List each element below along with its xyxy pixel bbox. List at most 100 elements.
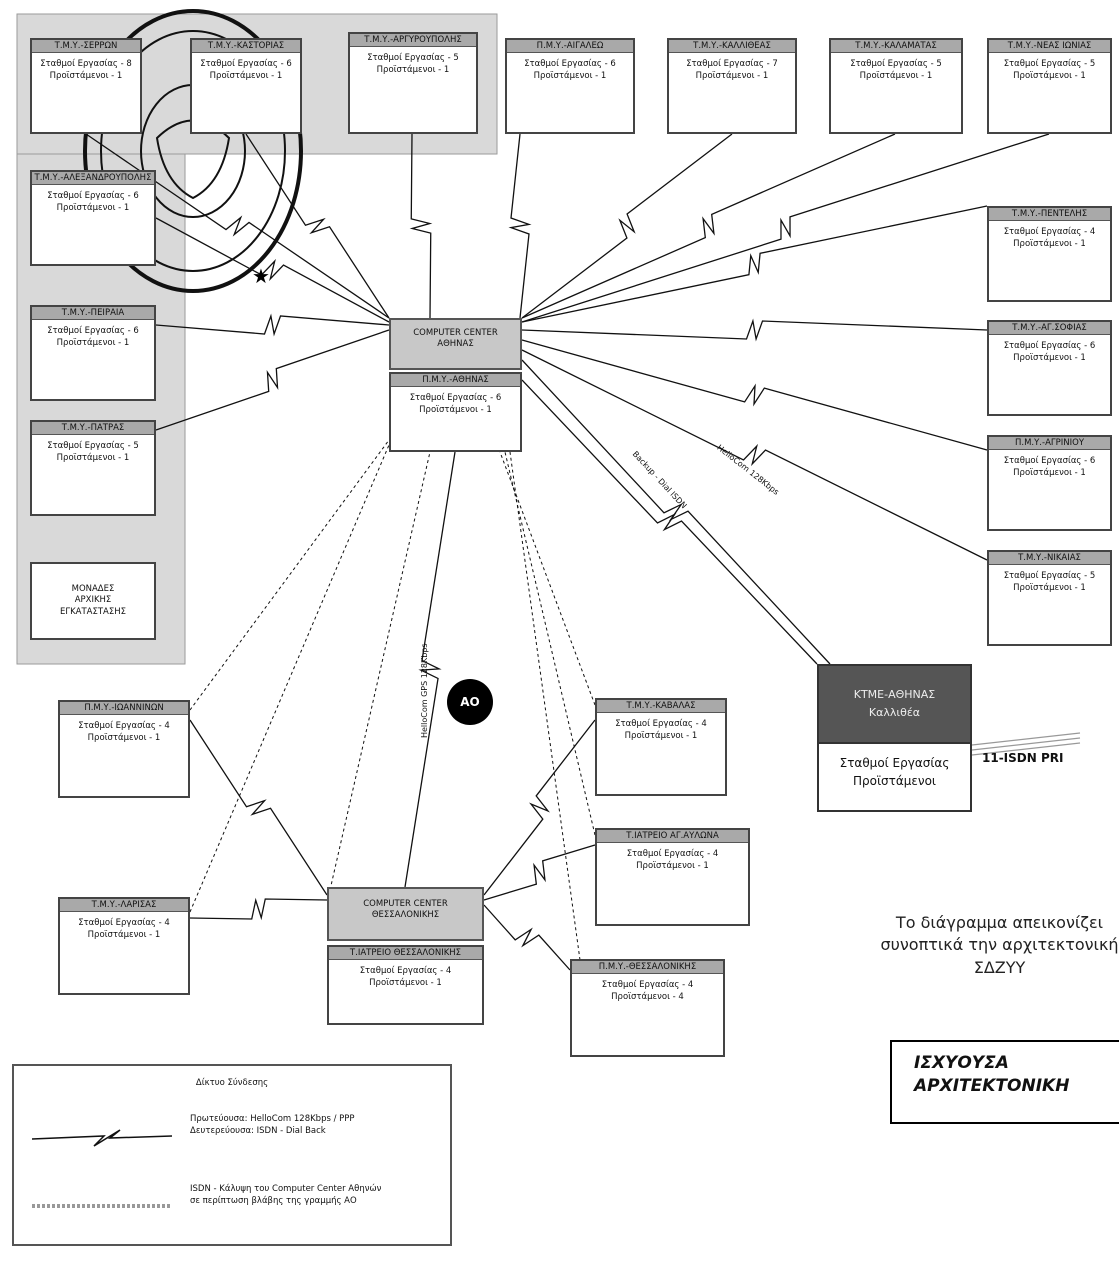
legend-link-text: Πρωτεύουσα: HelloCom 128Kbps / PPP Δευτε…: [190, 1114, 355, 1138]
node-iatreio-aylona: Τ.ΙΑΤΡΕΙΟ ΑΓ.ΑΥΛΩΝΑ Σταθμοί Εργασίας - 4…: [595, 828, 750, 926]
node-managers: Προϊστάμενοι - 1: [859, 70, 933, 81]
legend-symbols: [31, 1129, 173, 1208]
link-ao: [404, 451, 456, 888]
link-larisa: [189, 897, 328, 921]
node-managers: Προϊστάμενοι - 1: [1013, 352, 1086, 363]
link-nikaia: [521, 349, 988, 561]
node-managers: Προϊστάμενοι - 1: [369, 977, 442, 988]
node-managers: Προϊστάμενοι - 1: [624, 730, 698, 741]
ktme-managers: Προϊστάμενοι: [852, 774, 936, 788]
isdn-thessaloniki: [509, 451, 581, 961]
node-title: Τ.Μ.Υ.-ΚΑΣΤΟΡΙΑΣ: [192, 40, 300, 54]
link-agrinio: [521, 339, 988, 451]
node-title: Τ.Μ.Υ.-ΣΕΡΡΩΝ: [32, 40, 140, 54]
node-managers: Προϊστάμενοι - 1: [1013, 70, 1086, 81]
node-title: Π.Μ.Υ.-ΘΕΣΣΑΛΟΝΙΚΗΣ: [572, 961, 723, 975]
node-argyroupoli: Τ.Μ.Υ.-ΑΡΓΥΡΟΥΠΟΛΗΣ Σταθμοί Εργασίας - 5…: [348, 32, 478, 134]
svg-text:★: ★: [252, 264, 270, 288]
link-pendeli: [521, 205, 988, 323]
node-stations: Σταθμοί Εργασίας - 6: [409, 393, 502, 404]
node-stations: Σταθμοί Εργασίας - 4: [359, 966, 452, 977]
node-title: Τ.ΙΑΤΡΕΙΟ ΘΕΣΣΑΛΟΝΙΚΗΣ: [329, 947, 482, 961]
computer-center-thessaloniki: COMPUTER CENTER ΘΕΣΣΑΛΟΝΙΚΗΣ: [327, 887, 484, 941]
node-stations: Σταθμοί Εργασίας - 5: [850, 59, 942, 70]
link-lines: [85, 133, 1081, 971]
isdn-pri-label: 11-ISDN PRI: [982, 751, 1064, 765]
ktme-stations: Σταθμοί Εργασίας: [839, 756, 950, 770]
node-managers: Προϊστάμενοι - 1: [56, 337, 130, 348]
link-agia-sofia: [521, 318, 988, 342]
initial-units-label: ΜΟΝΑΔΕΣ ΑΡΧΙΚΗΣ ΕΓΚΑΤΑΣΤΑΣΗΣ: [59, 583, 126, 617]
ktme-subtitle: Καλλιθέα: [868, 706, 921, 719]
architecture-title-box: ΙΣΧΥΟΥΣΑ ΑΡΧΙΤΕΚΤΟΝΙΚΗ: [890, 1040, 1119, 1124]
computer-center-athens: COMPUTER CENTER ΑΘΗΝΑΣ: [389, 318, 522, 370]
node-managers: Προϊστάμενοι - 1: [87, 929, 161, 940]
isdn-thess-cc: [329, 451, 431, 891]
node-alexandroupoli: Τ.Μ.Υ.-ΑΛΕΞΑΝΔΡΟΥΠΟΛΗΣ Σταθμοί Εργασίας …: [30, 170, 156, 266]
node-title: Τ.Μ.Υ.-ΠΑΤΡΑΣ: [32, 422, 154, 436]
node-stations: Σταθμοί Εργασίας - 6: [1003, 456, 1096, 467]
node-managers: Προϊστάμενοι - 1: [87, 732, 161, 743]
node-managers: Προϊστάμενοι - 1: [1013, 238, 1086, 249]
link-kavala: [483, 719, 596, 896]
node-title: Τ.Μ.Υ.-ΠΕΙΡΑΙΑ: [32, 307, 154, 321]
node-title: Τ.Μ.Υ.-ΑΓ.ΣΟΦΙΑΣ: [989, 322, 1110, 336]
node-managers: Προϊστάμενοι - 1: [1013, 467, 1086, 478]
node-title: Τ.Μ.Υ.-ΚΑΛΛΙΘΕΑΣ: [669, 40, 795, 54]
node-title: Π.Μ.Υ.-ΑΓΡΙΝΙΟΥ: [989, 437, 1110, 451]
link-patras: [155, 329, 390, 431]
node-stations: Σταθμοί Εργασίας - 6: [524, 59, 616, 70]
legend-secondary: Δευτερεύουσα: ISDN - Dial Back: [190, 1125, 326, 1136]
node-managers: Προϊστάμενοι - 1: [695, 70, 769, 81]
legend-title: Δίκτυο Σύνδεσης: [195, 1078, 269, 1088]
node-title: Π.Μ.Υ.-ΙΩΑΝΝΙΝΩΝ: [60, 702, 188, 716]
ao-label: ΑΟ: [460, 695, 480, 709]
link-ktme-b: [521, 379, 818, 665]
node-managers: Προϊστάμενοι - 1: [419, 404, 492, 415]
node-thess-iatreio: Τ.ΙΑΤΡΕΙΟ ΘΕΣΣΑΛΟΝΙΚΗΣ Σταθμοί Εργασίας …: [327, 945, 484, 1025]
link-kallithea: [521, 133, 733, 319]
legend-box: Δίκτυο Σύνδεσης Πρωτεύουσα: HelloCom 128…: [12, 1064, 452, 1246]
node-title: Τ.Μ.Υ.-ΝΙΚΑΙΑΣ: [989, 552, 1110, 566]
node-managers: Προϊστάμενοι - 1: [49, 70, 123, 81]
link-iatreio-aylona: [483, 844, 596, 901]
ktme-title: ΚΤΜΕ-ΑΘΗΝΑΣ: [853, 688, 936, 702]
link-serres: [85, 133, 390, 319]
node-title: Τ.Μ.Υ.-ΠΕΝΤΕΛΗΣ: [989, 208, 1110, 222]
node-stations: Σταθμοί Εργασίας - 4: [601, 980, 694, 991]
isdn-larisa: [189, 444, 390, 913]
node-stations: Σταθμοί Εργασίας - 6: [200, 59, 292, 70]
node-stations: Σταθμοί Εργασίας - 8: [40, 59, 132, 70]
diagram-caption: Το διάγραμμα απεικονίζει συνοπτικά την α…: [880, 913, 1119, 977]
pri-line-0: [971, 732, 1081, 746]
node-title: Τ.Μ.Υ.-ΑΛΕΞΑΝΔΡΟΥΠΟΛΗΣ: [32, 172, 154, 186]
ao-node: ΑΟ: [447, 679, 493, 725]
node-managers: Προϊστάμενοι - 1: [1013, 582, 1086, 593]
node-title: Π.Μ.Υ.-ΑΘΗΝΑΣ: [391, 374, 520, 388]
node-stations: Σταθμοί Εργασίας - 4: [78, 721, 170, 732]
link-label-ao: HelloCom GPS 128Kbps: [420, 643, 429, 738]
ktme-body: Σταθμοί Εργασίας Προϊστάμενοι: [819, 744, 970, 790]
node-title: Τ.Μ.Υ.-ΚΑΒΑΛΑΣ: [597, 700, 725, 714]
node-managers: Προϊστάμενοι - 4: [611, 991, 684, 1002]
node-managers: Προϊστάμενοι - 1: [376, 64, 450, 75]
node-stations: Σταθμοί Εργασίας - 4: [615, 719, 707, 730]
node-stations: Σταθμοί Εργασίας - 5: [1003, 571, 1096, 582]
isdn-ioannina: [189, 439, 390, 711]
node-managers: Προϊστάμενοι - 1: [636, 860, 709, 871]
legend-zigzag-symbol: [31, 1129, 173, 1147]
legend-isdn-line2: σε περίπτωση βλάβης της γραμμής ΑΟ: [190, 1195, 357, 1206]
computer-center-thessaloniki-label: COMPUTER CENTER ΘΕΣΣΑΛΟΝΙΚΗΣ: [363, 899, 448, 920]
link-argyroupoli: [409, 133, 433, 319]
